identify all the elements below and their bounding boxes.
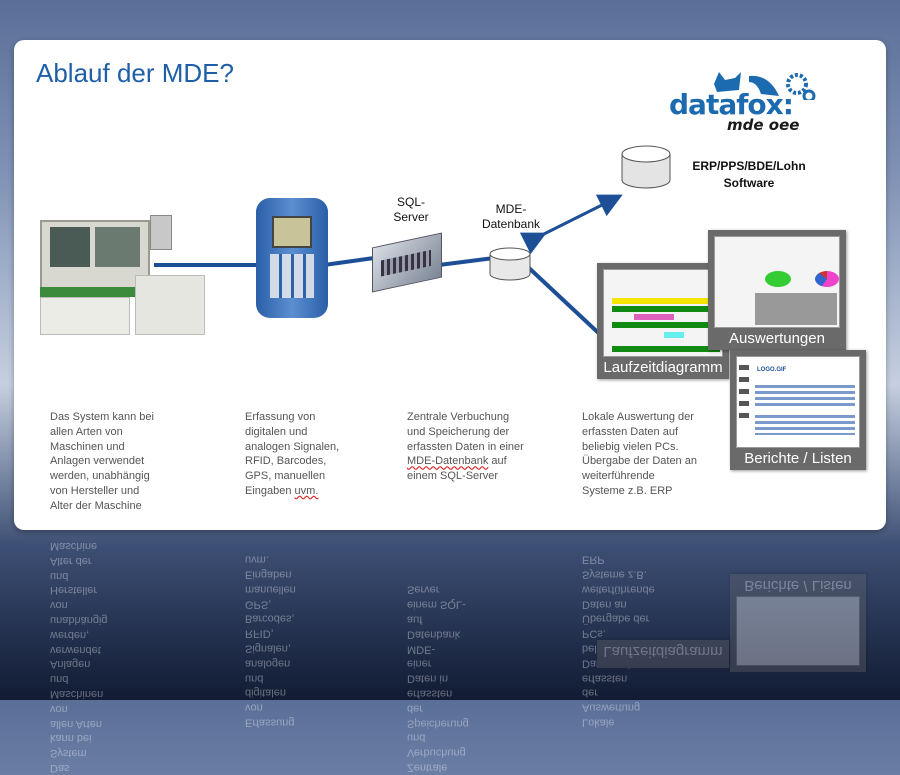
underlined-word: uvm. — [294, 484, 319, 497]
text: auf einem SQL-Server — [407, 455, 507, 483]
text: Zentrale Verbuchung und Speicherung der … — [407, 657, 469, 774]
fox-gear-icon — [714, 72, 816, 100]
slide-title: Ablauf der MDE? — [36, 58, 234, 88]
description-capture: Erfassung von digitalen und analogen Sig… — [245, 410, 339, 499]
text: MDE-Datenbank — [407, 628, 461, 655]
text: auf einem SQL-Server — [407, 583, 466, 626]
erp-label: ERP/PPS/BDE/Lohn Software — [692, 159, 806, 190]
logo-sub: mde oee — [727, 116, 800, 134]
screenshot-auswertungen: Auswertungen — [708, 230, 846, 350]
text: Zentrale Verbuchung und Speicherung der … — [407, 411, 524, 453]
text: Berichte / Listen — [744, 577, 852, 594]
slide: Ablauf der MDE? datafox: mde oee SQL- Se… — [14, 40, 886, 530]
reflection-text: Erfassung von digitalen und analogen Sig… — [245, 552, 296, 730]
datafox-logo: datafox: mde oee — [669, 72, 816, 134]
machine-image — [40, 215, 205, 335]
text: uvm. — [245, 553, 269, 566]
erp-database-icon — [621, 145, 671, 189]
text: Erfassung von digitalen und analogen Sig… — [245, 411, 340, 497]
screenshot-caption: Auswertungen — [729, 330, 825, 347]
report-logo: LOGO.GIF — [757, 367, 787, 373]
database-icon — [489, 247, 531, 281]
sync-arrow — [519, 194, 623, 255]
reflection-text: Zentrale Verbuchung und Speicherung der … — [407, 582, 469, 774]
sql-server-label: SQL- Server — [393, 195, 429, 224]
underlined-word: MDE-Datenbank — [407, 455, 489, 468]
screenshot-berichte: LOGO.GIF Berichte / Listen — [730, 350, 866, 470]
description-database: Zentrale Verbuchung und Speicherung der … — [407, 410, 524, 484]
flow-lines — [154, 194, 623, 342]
text: Erfassung von digitalen und analogen Sig… — [245, 568, 296, 729]
screenshot-caption: Berichte / Listen — [744, 450, 852, 467]
database-label: MDE- Datenbank — [481, 202, 541, 231]
description-evaluation: Lokale Auswertung der erfassten Daten au… — [582, 411, 697, 497]
description-machine: Das System kann bei allen Arten von Masc… — [50, 411, 154, 512]
logo-brand: datafox: — [669, 88, 794, 121]
terminal-device-image — [256, 198, 328, 318]
screenshot-caption: Laufzeitdiagramm — [603, 359, 723, 376]
screenshot-laufzeitdiagramm: Laufzeitdiagramm — [597, 263, 729, 379]
reflection-screenshot: Berichte / Listen — [730, 574, 866, 672]
reflection-screenshot: Laufzeitdiagramm — [597, 640, 729, 668]
reflection-text: Das System kann bei allen Arten von Masc… — [50, 539, 108, 774]
text: Laufzeitdiagramm — [603, 643, 723, 660]
